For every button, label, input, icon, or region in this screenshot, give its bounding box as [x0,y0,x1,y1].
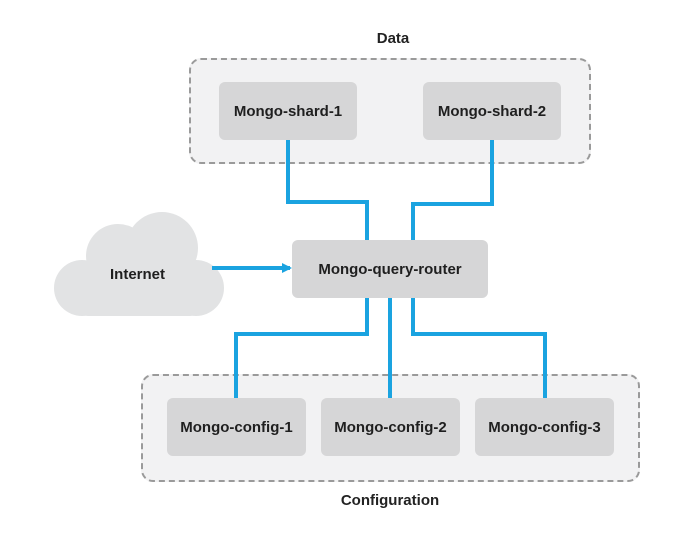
shard2-router-connector [411,140,494,240]
cloud-icon [54,212,224,316]
mongo-config-2-node: Mongo-config-2 [321,398,460,456]
router-config1-connector [234,298,369,398]
mongo-query-router-node: Mongo-query-router [292,240,488,298]
mongo-config-1-node: Mongo-config-1 [167,398,306,456]
internet-label: Internet [110,266,166,283]
mongo-config-3-node: Mongo-config-3 [475,398,614,456]
router-config3-connector [411,298,547,398]
data-group-title: Data [376,30,410,47]
shard1-router-connector [286,140,369,240]
configuration-group-title: Configuration [340,492,440,509]
mongo-shard-2-node: Mongo-shard-2 [423,82,561,140]
mongo-shard-1-node: Mongo-shard-1 [219,82,357,140]
